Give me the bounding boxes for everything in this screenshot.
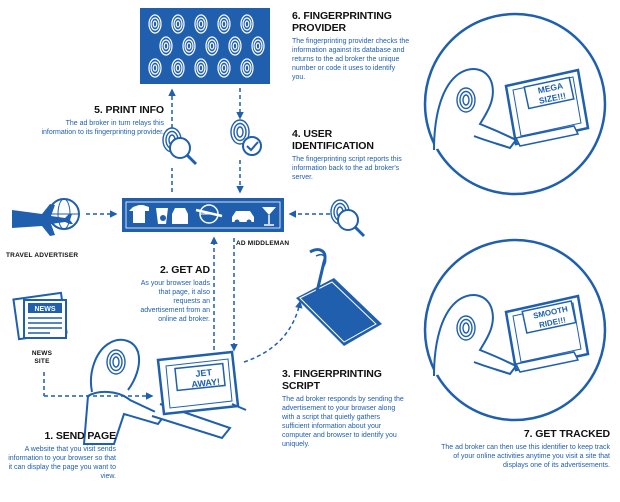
script-scroll-icon: [296, 250, 382, 346]
news-site-label: NEWS SITE: [30, 350, 54, 366]
ad-middleman-bar: [122, 198, 284, 232]
step-5-body: The ad broker in turn relays this inform…: [38, 119, 164, 137]
tracked-user-circle-top: [425, 14, 605, 194]
step-3-title: 3. FINGERPRINTING SCRIPT: [282, 368, 408, 392]
fingerprint-database-icon: [140, 8, 270, 84]
step-7-title: 7. GET TRACKED: [440, 428, 610, 440]
fingerprint-check-icon: [231, 120, 261, 155]
step-4-title: 4. USER IDENTIFICATION: [292, 128, 404, 152]
step-3-fingerprinting-script: 3. FINGERPRINTING SCRIPT The ad broker r…: [282, 368, 408, 449]
step-2-body: As your browser loads that page, it also…: [130, 279, 210, 324]
step-6-title: 6. FINGERPRINTING PROVIDER: [292, 10, 410, 34]
step-6-provider: 6. FINGERPRINTING PROVIDER The fingerpri…: [292, 10, 410, 82]
step-4-body: The fingerprinting script reports this i…: [292, 155, 404, 182]
step-1-body: A website that you visit sends informati…: [4, 445, 116, 481]
user-computer-illustration: [84, 340, 246, 444]
step-3-body: The ad broker responds by sending the ad…: [282, 395, 408, 449]
step-7-body: The ad broker can then use this identifi…: [440, 443, 610, 470]
news-site-icon: [13, 293, 66, 339]
fingerprint-scan-icon: [331, 200, 364, 236]
step-1-title: 1. SEND PAGE: [4, 430, 116, 442]
step-1-send-page: 1. SEND PAGE A website that you visit se…: [4, 430, 116, 481]
travel-advertiser-label: TRAVEL ADVERTISER: [6, 252, 78, 260]
fingerprint-search-icon: [163, 128, 196, 164]
step-2-title: 2. GET AD: [130, 264, 210, 276]
step-2-get-ad: 2. GET AD As your browser loads that pag…: [130, 264, 210, 324]
step-7-get-tracked: 7. GET TRACKED The ad broker can then us…: [440, 428, 610, 470]
step-4-user-identification: 4. USER IDENTIFICATION The fingerprintin…: [292, 128, 404, 182]
ad-middleman-label: AD MIDDLEMAN: [236, 240, 289, 248]
news-sign-text: NEWS: [35, 306, 56, 313]
step-6-body: The fingerprinting provider checks the i…: [292, 37, 410, 82]
step-5-title: 5. PRINT INFO: [38, 104, 164, 116]
tracked-user-circle-bottom: [425, 240, 605, 420]
travel-advertiser-icon: [12, 199, 79, 236]
step-5-print-info: 5. PRINT INFO The ad broker in turn rela…: [38, 104, 164, 137]
